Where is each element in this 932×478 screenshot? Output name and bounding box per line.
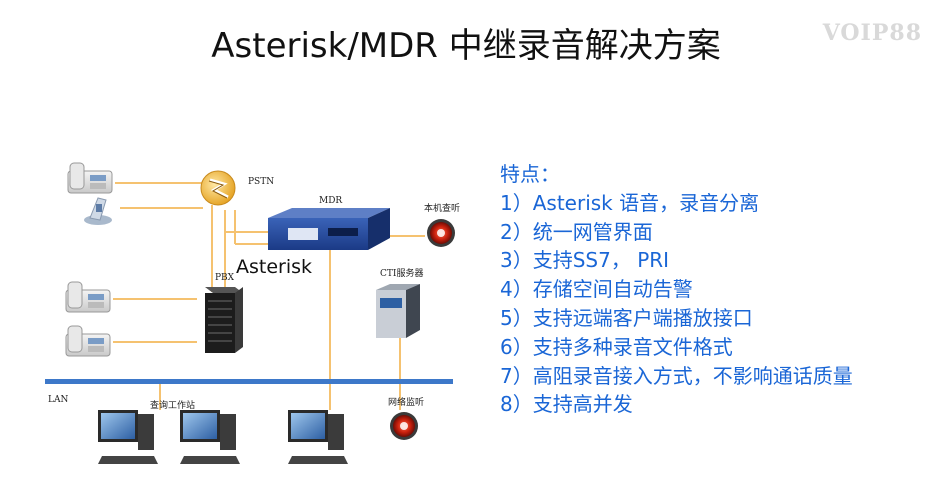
mdr-server-icon — [268, 208, 390, 250]
workstation-icon — [98, 410, 158, 464]
asterisk-label: Asterisk — [236, 256, 312, 278]
query-workstation-label: 查询工作站 — [150, 399, 195, 411]
workstation-icon — [180, 410, 240, 464]
connection-lines — [113, 182, 425, 410]
feature-item: 8）支持高并发 — [500, 392, 633, 417]
pbx-label: PBX — [215, 273, 235, 283]
lan-bar — [45, 379, 453, 384]
feature-item: 3）支持SS7， PRI — [500, 248, 670, 273]
cti-server-label: CTI服务器 — [380, 267, 423, 279]
watermark: VOIP88 — [822, 20, 922, 46]
speaker-icon — [390, 412, 418, 440]
cti-server-icon — [376, 284, 420, 338]
feature-item: 1）Asterisk 语音，录音分离 — [500, 190, 760, 215]
features-list: 特点： 1）Asterisk 语音，录音分离 2）统一网管界面 3）支持SS7，… — [500, 160, 853, 419]
phone-icon — [65, 281, 111, 313]
features-title: 特点： — [500, 162, 560, 186]
handset-phone-icon — [84, 197, 112, 225]
local-monitor-label: 本机查听 — [424, 202, 460, 214]
lan-label: LAN — [48, 395, 68, 405]
speaker-icon — [427, 219, 455, 247]
phone-icon — [67, 162, 113, 194]
mdr-label: MDR — [319, 196, 342, 206]
feature-item: 5）支持远端客户端播放接口 — [500, 305, 753, 330]
network-monitor-label: 网络监听 — [388, 396, 424, 408]
feature-item: 7）高阻录音接入方式，不影响通话质量 — [500, 363, 853, 388]
pstn-label: PSTN — [248, 177, 274, 187]
feature-item: 4）存储空间自动告警 — [500, 277, 693, 302]
phone-icon — [65, 325, 111, 357]
workstation-icon — [288, 410, 348, 464]
feature-item: 6）支持多种录音文件格式 — [500, 334, 733, 359]
pstn-icon — [200, 170, 236, 206]
page-title: Asterisk/MDR 中继录音解决方案 — [211, 26, 721, 66]
pbx-server-icon — [205, 287, 243, 353]
feature-item: 2）统一网管界面 — [500, 219, 653, 244]
